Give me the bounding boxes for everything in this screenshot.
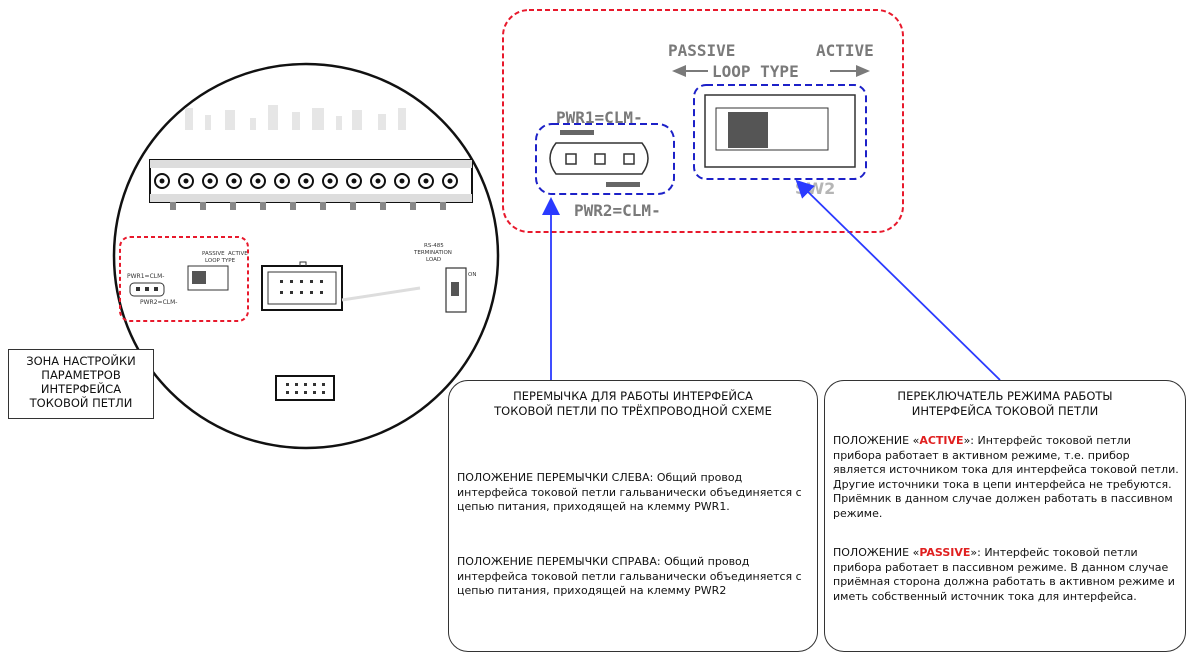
board-pwr1-label: PWR1=CLM- (127, 273, 164, 280)
callout-detail: PASSIVE ACTIVE LOOP TYPE SW2 PWR1=CLM- P… (502, 9, 904, 233)
board-term-on: ON (468, 272, 476, 278)
terminal-screw-center (399, 178, 405, 184)
terminal-screw-center (255, 178, 261, 184)
board-loop-type-label: LOOP TYPE (205, 258, 236, 264)
terminal-screw-center (375, 178, 381, 184)
terminal-screw-center (303, 178, 309, 184)
jumper-right-text: ПОЛОЖЕНИЕ ПЕРЕМЫЧКИ СПРАВА: Общий провод… (457, 555, 802, 597)
terminal-screw-center (183, 178, 189, 184)
board-connector-10pin (261, 261, 343, 311)
board-term-label-3: LOAD (426, 257, 441, 263)
board-pwr2-label: PWR2=CLM- (140, 299, 177, 306)
board-term-label-1: RS-485 (424, 243, 444, 249)
passive-word: PASSIVE (919, 546, 971, 559)
board-termination-switch: RS-485 TERMINATION LOAD ON (413, 243, 476, 313)
terminal-screw-center (159, 178, 165, 184)
passive-prefix: ПОЛОЖЕНИЕ « (833, 546, 920, 559)
arrow-to-switch (795, 179, 1001, 381)
zone-settings-label: ЗОНА НАСТРОЙКИ ПАРАМЕТРОВ ИНТЕРФЕЙСА ТОК… (8, 349, 154, 419)
board-config-zone: PASSIVE ACTIVE LOOP TYPE PWR1=CLM- PWR2=… (127, 251, 248, 306)
board-zone-red-outline (119, 236, 249, 322)
active-prefix: ПОЛОЖЕНИЕ « (833, 434, 920, 447)
board-term-label-2: TERMINATION (413, 250, 452, 256)
board-passive-label: PASSIVE (202, 251, 225, 257)
board-circle-view: PASSIVE ACTIVE LOOP TYPE PWR1=CLM- PWR2=… (112, 62, 500, 450)
board-active-label: ACTIVE (228, 251, 248, 257)
jumper-left-text: ПОЛОЖЕНИЕ ПЕРЕМЫЧКИ СЛЕВА: Общий провод … (457, 471, 802, 513)
terminal-block (149, 159, 473, 210)
terminal-screw-center (327, 178, 333, 184)
callout-red-outline (502, 9, 904, 233)
switch-passive-text: ПОЛОЖЕНИЕ «PASSIVE»: Интерфейс токовой п… (833, 546, 1179, 604)
sw2-slider (728, 112, 768, 148)
terminal-screw-center (207, 178, 213, 184)
switch-description-panel: ПЕРЕКЛЮЧАТЕЛЬ РЕЖИМА РАБОТЫ ИНТЕРФЕЙСА Т… (824, 380, 1186, 652)
sw2-label: SW2 (795, 179, 835, 198)
callout-passive-label: PASSIVE (668, 41, 735, 60)
callout-loop-type-label: LOOP TYPE (712, 62, 799, 81)
terminal-screw-center (231, 178, 237, 184)
terminal-screw-center (423, 178, 429, 184)
sw2-blue-outline (693, 84, 867, 180)
terminal-screw-center (351, 178, 357, 184)
terminal-screw-center (447, 178, 453, 184)
callout-active-label: ACTIVE (816, 41, 874, 60)
jumper-blue-outline (535, 123, 675, 195)
jumper-description-panel: ПЕРЕМЫЧКА ДЛЯ РАБОТЫ ИНТЕРФЕЙСА ТОКОВОЙ … (448, 380, 818, 652)
switch-panel-title: ПЕРЕКЛЮЧАТЕЛЬ РЕЖИМА РАБОТЫ ИНТЕРФЕЙСА Т… (897, 389, 1113, 418)
passive-suffix: »: Интерфейс токовой петли прибора работ… (833, 546, 1175, 603)
active-word: ACTIVE (919, 434, 964, 447)
jumper-panel-title: ПЕРЕМЫЧКА ДЛЯ РАБОТЫ ИНТЕРФЕЙСА ТОКОВОЙ … (494, 389, 772, 418)
callout-pwr1-label: PWR1=CLM- (556, 108, 643, 127)
terminal-screw-center (279, 178, 285, 184)
board-connector-bottom (275, 375, 335, 401)
active-suffix: »: Интерфейс токовой петли прибора работ… (833, 434, 1179, 520)
switch-active-text: ПОЛОЖЕНИЕ «ACTIVE»: Интерфейс токовой пе… (833, 434, 1179, 521)
callout-pwr2-label: PWR2=CLM- (574, 201, 661, 220)
board-faint-markings (185, 105, 406, 130)
